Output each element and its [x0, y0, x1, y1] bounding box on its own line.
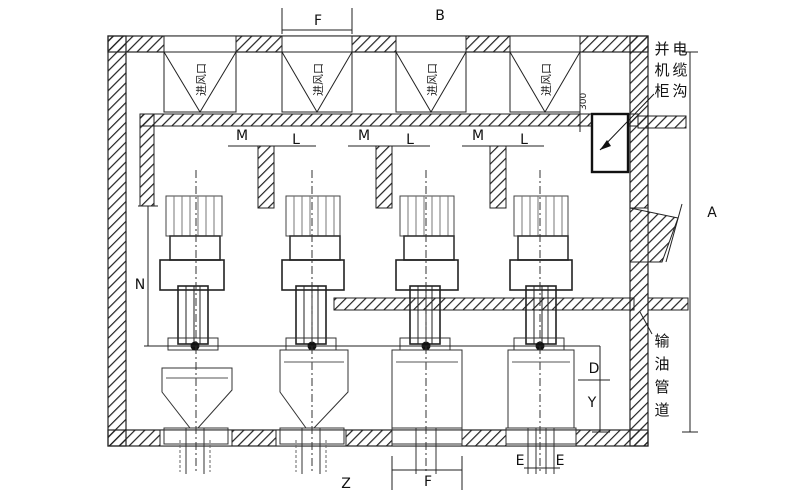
dim-label-d: D: [589, 361, 600, 377]
generator-unit-4: [505, 170, 577, 474]
cable-trench-char-2: 机: [654, 61, 669, 79]
dim-label-f-top: F: [314, 13, 322, 29]
air-inlets: 进风口 进风口 进风口 进风口: [163, 51, 581, 113]
cable-trench-char-6: 沟: [672, 82, 687, 100]
dim-label-l-1: L: [292, 132, 300, 148]
cable-trench-char-5: 缆: [672, 61, 687, 79]
dim-label-l-3: L: [520, 132, 528, 148]
dim-label-m-1: M: [236, 128, 248, 144]
cable-trench-char-3: 柜: [654, 82, 669, 100]
cable-trench-char-1: 并: [654, 40, 669, 58]
dim-label-a: A: [707, 205, 717, 221]
generator-sets: [144, 170, 600, 474]
air-inlet-label-1: 进风口: [195, 63, 208, 96]
air-inlet-1: [163, 51, 237, 113]
dimension-lines: [138, 8, 698, 490]
dim-label-z: Z: [341, 476, 351, 492]
oil-pipe-char-2: 油: [654, 355, 669, 373]
oil-pipe-char-4: 道: [654, 401, 669, 419]
cable-trench: [590, 93, 655, 174]
air-inlet-label-3: 进风口: [426, 63, 439, 96]
air-inlet-3: [395, 51, 467, 113]
dim-label-m-3: M: [472, 128, 484, 144]
dim-label-y: Y: [587, 395, 597, 411]
oil-pipe-label: 输 油 管 道: [654, 332, 669, 419]
generator-unit-3: [391, 170, 463, 474]
dim-label-f-bottom: F: [424, 474, 432, 490]
cable-trench-char-4: 电: [672, 40, 687, 58]
exhaust-outlet: [629, 203, 683, 263]
generator-unit-2: [279, 170, 349, 474]
oil-pipe-char-1: 输: [654, 332, 669, 350]
air-inlet-2: [281, 51, 353, 113]
inner-partitions: [139, 113, 689, 311]
cable-trench-label: 并 机 柜 电 缆 沟: [654, 40, 687, 100]
dim-label-m-2: M: [358, 128, 370, 144]
oil-pipe-char-3: 管: [654, 378, 669, 396]
air-inlet-label-4: 进风口: [540, 63, 553, 96]
dimension-labels: F B A M L M L M L N D Y Z F E E 300: [135, 8, 717, 492]
dim-label-e-2: E: [556, 453, 565, 469]
dim-label-e-1: E: [516, 453, 525, 469]
dim-label-n: N: [135, 277, 145, 293]
offset-300-label: 300: [579, 93, 589, 110]
air-inlet-label-2: 进风口: [312, 63, 325, 96]
air-inlet-4: [509, 51, 581, 113]
dim-label-l-2: L: [406, 132, 414, 148]
dim-label-b: B: [435, 8, 445, 24]
generator-unit-1: [159, 170, 233, 474]
